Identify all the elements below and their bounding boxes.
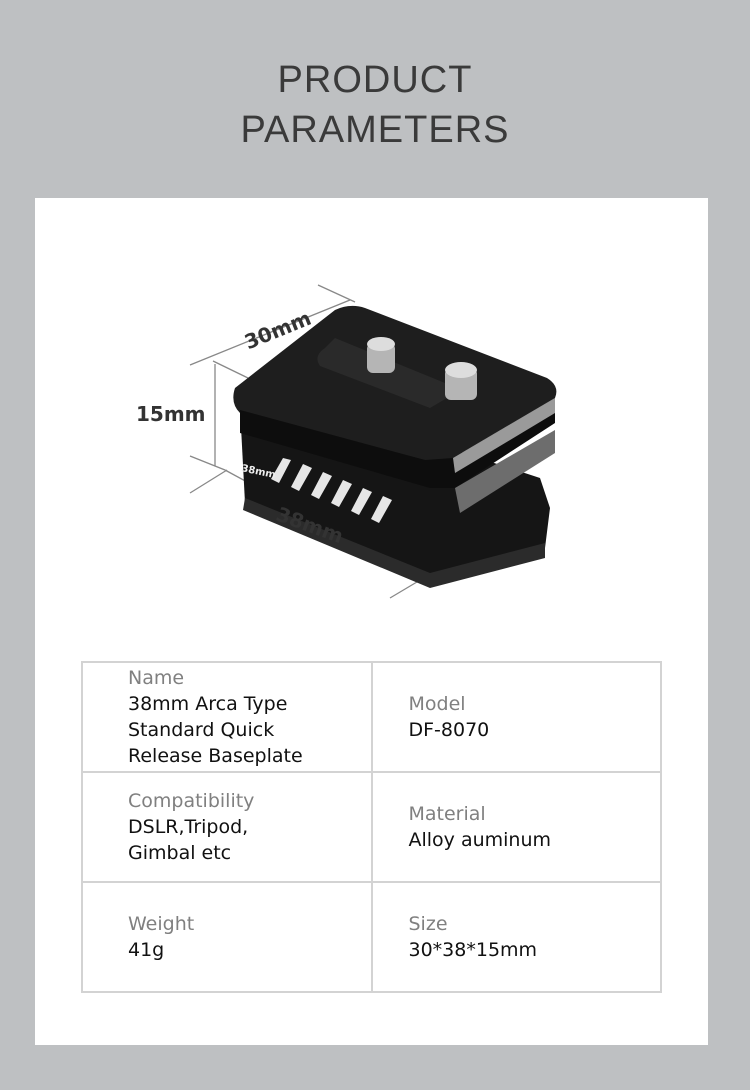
param-label: Weight	[128, 913, 195, 935]
dimension-height: 15mm	[136, 402, 206, 426]
param-label: Size	[408, 913, 448, 935]
screw-icon	[445, 362, 477, 400]
param-value: 38mm Arca Type Standard Quick Release Ba…	[128, 693, 303, 767]
param-value: DSLR,Tripod, Gimbal etc	[128, 816, 249, 864]
table-row: Weight 41g Size 30*38*15mm	[81, 881, 662, 993]
param-size: Size 30*38*15mm	[370, 881, 662, 993]
param-value: DF-8070	[408, 719, 490, 741]
screw-icon	[367, 337, 395, 373]
parameters-table: Name 38mm Arca Type Standard Quick Releas…	[81, 661, 662, 993]
product-image: 38mm	[189, 284, 557, 599]
param-name: Name 38mm Arca Type Standard Quick Releas…	[81, 661, 373, 773]
table-row: Name 38mm Arca Type Standard Quick Releas…	[81, 661, 662, 773]
param-label: Name	[128, 667, 185, 689]
param-label: Model	[408, 693, 466, 715]
param-value: 30*38*15mm	[408, 939, 538, 961]
param-value: 41g	[128, 939, 165, 961]
page-title-line1: PRODUCT	[277, 59, 473, 101]
param-value: Alloy auminum	[408, 829, 552, 851]
stripe-marks	[271, 458, 392, 523]
param-label: Compatibility	[128, 790, 255, 812]
page-title-line2: PARAMETERS	[240, 109, 510, 151]
param-label: Material	[408, 803, 486, 825]
param-weight: Weight 41g	[81, 881, 373, 993]
